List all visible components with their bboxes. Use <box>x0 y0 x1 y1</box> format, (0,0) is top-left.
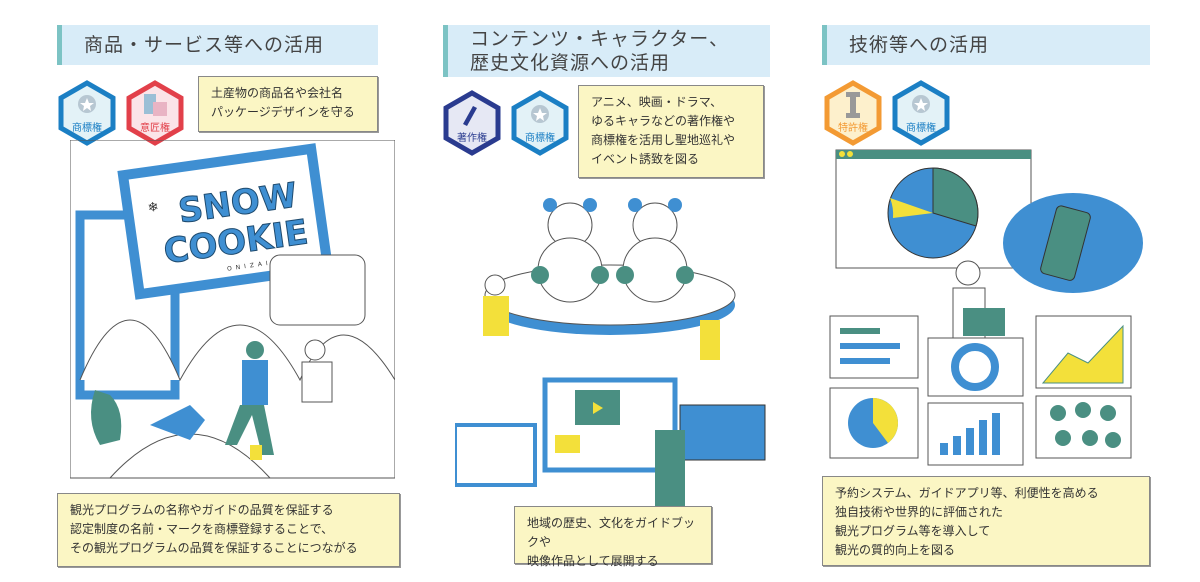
panel2-title-line2: 歴史文化資源への活用 <box>470 52 671 74</box>
patent-badge: 特許権 <box>824 80 882 146</box>
callout-line: 独自技術や世界的に評価された <box>835 505 1004 519</box>
design-right-badge: 意匠権 <box>126 80 184 146</box>
badge-label: 著作権 <box>457 133 487 144</box>
event-illustration <box>455 198 766 510</box>
callout-line: アニメ、映画・ドラマ、 <box>591 95 723 109</box>
design-right-icon <box>126 80 184 146</box>
callout-line: 土産物の商品名や会社名 <box>211 86 344 100</box>
callout-line: 認定制度の名前・マークを商標登録することで、 <box>70 522 334 536</box>
badge-label: 商標権 <box>72 123 102 134</box>
callout-line: その観光プログラムの品質を保証することにつながる <box>70 541 358 555</box>
copyright-badge: 著作権 <box>443 90 501 156</box>
badge-label: 意匠権 <box>140 123 170 134</box>
technology-illustration <box>829 149 1143 466</box>
panel3-header: 技術等への活用 <box>822 25 1150 65</box>
callout-line: 地域の歴史、文化をガイドブックや <box>527 516 696 549</box>
callout-line: 観光プログラムの名称やガイドの品質を保証する <box>70 503 334 517</box>
trademark-icon <box>892 80 950 146</box>
panel2-title-line1: コンテンツ・キャラクター、 <box>470 28 730 50</box>
snowflake-icon: ❄ <box>147 200 160 216</box>
callout-line: 商標権を活用し聖地巡礼や <box>591 133 736 147</box>
panel2-header: コンテンツ・キャラクター、 歴史文化資源への活用 <box>443 25 770 77</box>
callout-line: 予約システム、ガイドアプリ等、利便性を高める <box>835 486 1099 500</box>
panel3-bottom-callout: 予約システム、ガイドアプリ等、利便性を高める 独自技術や世界的に評価された 観光… <box>822 476 1150 566</box>
trademark-badge: 商標権 <box>892 80 950 146</box>
badge-label: 商標権 <box>525 133 555 144</box>
trademark-icon <box>58 80 116 146</box>
callout-line: イベント誘致を図る <box>591 152 700 166</box>
badge-label: 特許権 <box>838 123 868 134</box>
trademark-badge: 商標権 <box>511 90 569 156</box>
callout-line: 観光の質的向上を図る <box>835 543 956 557</box>
trademark-icon <box>511 90 569 156</box>
panel1-bottom-callout: 観光プログラムの名称やガイドの品質を保証する 認定制度の名前・マークを商標登録す… <box>57 493 400 567</box>
badge-label: 商標権 <box>906 123 936 134</box>
callout-line: パッケージデザインを守る <box>211 105 355 119</box>
callout-line: 観光プログラム等を導入して <box>835 524 991 538</box>
callout-line: 映像作品として展開する <box>527 554 659 568</box>
patent-wrench-icon <box>824 80 882 146</box>
callout-line: ゆるキャラなどの著作権や <box>591 114 736 128</box>
panel1-title: 商品・サービス等への活用 <box>84 34 325 56</box>
panel1-top-callout: 土産物の商品名や会社名 パッケージデザインを守る <box>198 76 378 132</box>
copyright-pen-icon <box>443 90 501 156</box>
panel2-top-callout: アニメ、映画・ドラマ、 ゆるキャラなどの著作権や 商標権を活用し聖地巡礼や イベ… <box>578 85 764 178</box>
panel1-header: 商品・サービス等への活用 <box>57 25 378 65</box>
panel2-bottom-callout: 地域の歴史、文化をガイドブックや 映像作品として展開する <box>514 506 712 568</box>
panel3-title: 技術等への活用 <box>849 34 990 56</box>
trademark-badge: 商標権 <box>58 80 116 146</box>
souvenir-illustration: ❄ SNOW COOKIE ONIZAI <box>70 140 395 479</box>
